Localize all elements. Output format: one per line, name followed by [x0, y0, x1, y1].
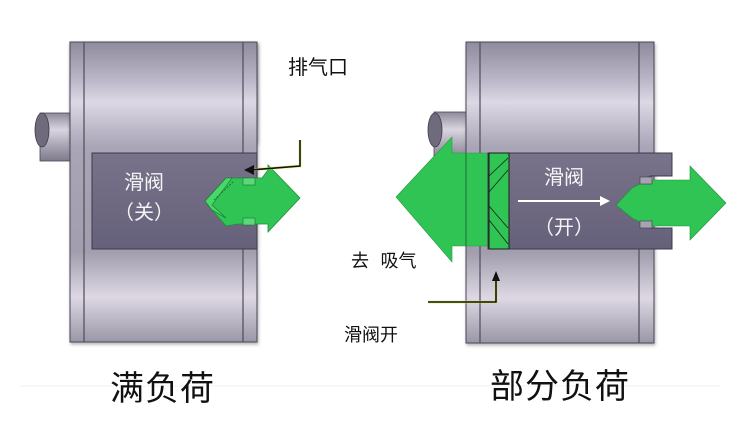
- slide-valve-state-closed: （关）: [114, 200, 174, 224]
- partial-load-caption: 部分负荷: [490, 367, 630, 407]
- rotor-shaft: [34, 112, 73, 162]
- discharge-flow-arrow: [615, 165, 727, 241]
- bypass-to-suction-label: 去 吸气: [351, 251, 417, 272]
- slide-valve-label-full-load: 滑阀: [124, 170, 164, 194]
- bypass-to-suction-arrow: [395, 136, 497, 263]
- slide-valve-open: [487, 152, 673, 250]
- full-load-caption: 满负荷: [110, 369, 215, 409]
- full-load-panel: [34, 41, 302, 343]
- partial-load-panel: [395, 41, 727, 344]
- slide-valve-state-open: （开）: [534, 215, 594, 239]
- slide-valve-opening-leader: [428, 271, 500, 304]
- discharge-flow-arrow: [204, 164, 301, 234]
- discharge-port-leader: [244, 140, 302, 175]
- slide-valve-label-partial-load: 滑阀: [544, 165, 584, 189]
- discharge-port-label: 排气口: [288, 55, 348, 79]
- slide-valve-open-label: 滑阀开: [344, 325, 398, 346]
